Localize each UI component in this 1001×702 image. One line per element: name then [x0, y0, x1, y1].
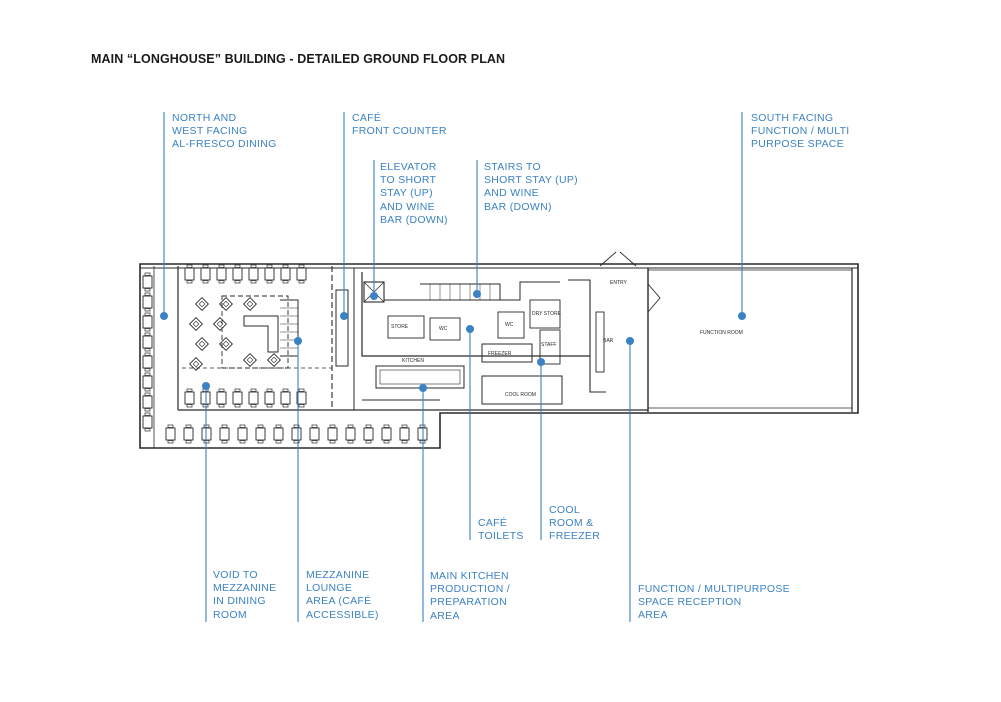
marker-void-mezzanine: [202, 382, 210, 390]
marker-stairs: [473, 290, 481, 298]
marker-cafe-counter: [340, 312, 348, 320]
dry-store-label: DRY STORE: [532, 311, 562, 317]
kitchen-label: KITCHEN: [402, 358, 424, 364]
building-outline: [139, 251, 859, 449]
marker-south-function: [738, 312, 746, 320]
marker-cool-room: [537, 358, 545, 366]
marker-function-reception: [626, 337, 634, 345]
entry-label: ENTRY: [610, 280, 628, 286]
cool-room-label: COOL ROOM: [505, 392, 536, 398]
marker-north-west-dining: [160, 312, 168, 320]
page-title: MAIN “LONGHOUSE” BUILDING - DETAILED GRO…: [91, 52, 506, 66]
marker-main-kitchen: [419, 384, 427, 392]
plan-room-labels: ENTRY FUNCTION ROOM BAR KITCHEN FREEZER …: [391, 280, 743, 398]
wc-label-1: WC: [439, 326, 448, 332]
wc-label-2: WC: [505, 322, 514, 328]
bar-label: BAR: [603, 338, 614, 344]
function-room-label: FUNCTION ROOM: [700, 330, 743, 336]
callout-leaders: [160, 112, 746, 622]
staff-label: STAFF: [541, 342, 556, 348]
freezer-label: FREEZER: [488, 351, 512, 357]
marker-mezzanine-lounge: [294, 337, 302, 345]
marker-cafe-toilets: [466, 325, 474, 333]
marker-elevator: [370, 292, 378, 300]
store-label: STORE: [391, 324, 409, 330]
